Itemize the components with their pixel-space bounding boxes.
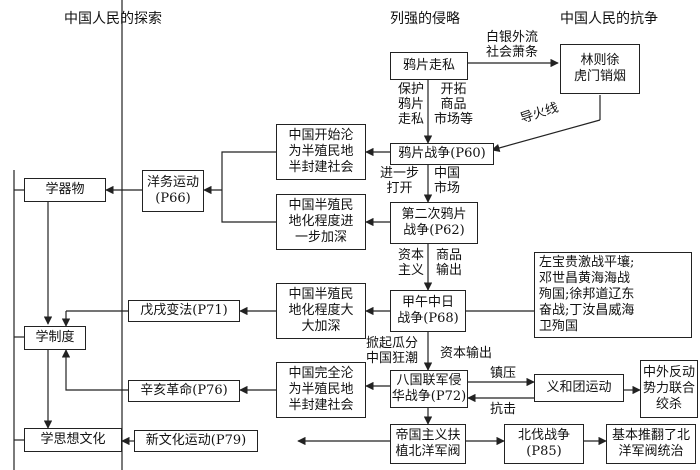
sino-japanese-war-box: 甲午中日 战争(P68) [390, 290, 466, 332]
header-explore: 中国人民的探索 [64, 11, 162, 27]
reform-1898-box: 戊戌变法(P71) [128, 300, 240, 322]
boxer-movement-box: 义和团运动 [534, 374, 624, 402]
label-partition: 掀起瓜分 中国狂潮 [366, 336, 419, 366]
semi-colonial-deepen-box: 中国半殖民 地化程度进 一步加深 [276, 194, 366, 250]
label-capital: 资本 主义 [398, 248, 425, 278]
opium-war-box: 鸦片战争(P60) [390, 143, 494, 165]
label-china-market: 中国 市场 [434, 166, 461, 196]
label-protect-opium: 保护 鸦片 走私 [398, 82, 425, 127]
overthrow-warlords-box: 基本推翻了北 洋军阀统治 [606, 424, 696, 464]
new-culture-movement-box: 新文化运动(P79) [134, 430, 258, 452]
northern-expedition-box: 北伐战争 (P85) [504, 424, 584, 464]
header-resistance: 中国人民的抗争 [560, 11, 658, 27]
joint-forces-box: 中外反动 势力联合 绞杀 [640, 360, 698, 418]
westernization-movement-box: 洋务运动 (P66) [142, 170, 204, 212]
semi-colonial-greatly-box: 中国半殖民 地化程度大 大加深 [276, 283, 366, 339]
label-resist: 抗击 [490, 402, 517, 417]
lin-zexu-box: 林则徐 虎门销烟 [560, 44, 640, 94]
semi-colonial-start-box: 中国开始沦 为半殖民地 半封建社会 [276, 124, 366, 180]
opium-smuggling-box: 鸦片走私 [390, 52, 468, 80]
label-further-open: 进一步 打开 [380, 166, 420, 196]
second-opium-war-box: 第二次鸦片 战争(P62) [390, 202, 478, 244]
revolution-1911-box: 辛亥革命(P76) [128, 380, 240, 402]
learn-thought-box: 学思想文化 [24, 428, 122, 452]
heroes-box: 左宝贵激战平壤; 邓世昌黄海海战 殉国;徐邦道辽东 奋战;丁汝昌威海 卫殉国 [534, 252, 692, 338]
eight-nation-war-box: 八国联军侵 华战争(P72) [390, 370, 468, 408]
header-invasion: 列强的侵略 [390, 11, 460, 27]
imperialism-warlords-box: 帝国主义扶 植北洋军阀 [390, 424, 466, 464]
label-commodity-output: 商品 输出 [436, 248, 463, 278]
label-open-market: 开拓 商品 市场等 [434, 82, 474, 127]
label-suppress: 镇压 [490, 366, 517, 381]
semi-colonial-complete-box: 中国完全沦 为半殖民地 半封建社会 [276, 362, 366, 418]
label-capital-export: 资本输出 [440, 346, 493, 361]
learn-system-box: 学制度 [24, 326, 86, 350]
learn-objects-box: 学器物 [24, 178, 106, 202]
label-silver-outflow: 白银外流 社会萧条 [486, 30, 539, 60]
